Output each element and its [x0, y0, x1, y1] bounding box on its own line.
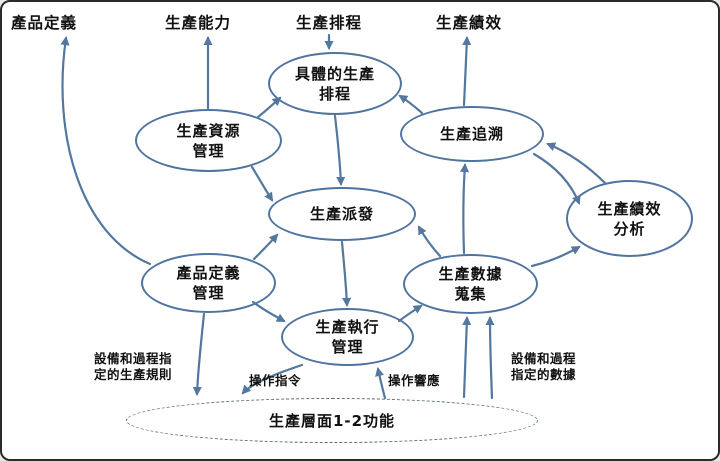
node-production-execution-management: 生產執行 管理 [281, 308, 414, 366]
arrow-tracking-to-detailed-scheduling [398, 94, 424, 115]
arrow-resource-mgmt-to-dispatching [250, 165, 274, 202]
arrow-resource-mgmt-to-detailed-scheduling [256, 96, 282, 119]
node-label: 分析 [613, 219, 646, 238]
node-label: 管理 [192, 284, 225, 302]
arrow-performance-analysis-to-tracking [546, 142, 607, 185]
label-production-scheduling: 生產排程 [295, 14, 362, 32]
arrow-product-def-mgmt-to-product-definition-label [60, 35, 152, 266]
node-label: 管理 [331, 338, 364, 356]
node-label: 管理 [192, 141, 225, 160]
arrow-dispatching-to-execution-mgmt [340, 240, 352, 308]
label-equipment-process-data: 設備和過程 指定的數據 [511, 351, 576, 383]
flow-label-line: 設備和過程 [511, 351, 577, 366]
arrow-level12-to-data-collection-2 [485, 315, 495, 400]
node-label: 具體的生產 [294, 64, 375, 83]
node-production-dispatching: 生產派發 [268, 187, 416, 241]
arrow-execution-mgmt-to-data-collection [397, 304, 423, 323]
label-operation-commands: 操作指令 [249, 373, 301, 389]
arrow-tracking-to-performance-analysis [532, 152, 581, 205]
node-production-data-collection: 生產數據 蒐集 [403, 254, 538, 314]
arrow-level12-to-data-collection [462, 315, 472, 399]
flow-label-line: 操作指令 [249, 373, 302, 388]
node-level-1-2-functions: 生產層面1-2功能 [126, 398, 538, 443]
node-label: 蒐集 [454, 285, 487, 303]
flow-label-line: 操作響應 [388, 373, 441, 388]
node-label: 產品定義 [176, 264, 241, 282]
node-detailed-production-scheduling: 具體的生產 排程 [268, 52, 402, 115]
node-label: 生產績效 [597, 199, 662, 218]
level-1-2-label: 生產層面1-2功能 [268, 411, 396, 430]
flow-label-line: 定的生產規則 [94, 367, 173, 382]
node-label: 生產執行 [315, 318, 380, 336]
arrow-data-collection-to-tracking [459, 162, 470, 255]
node-production-performance-analysis: 生產績效 分析 [566, 180, 693, 257]
arrow-tracking-to-performance-label [462, 35, 472, 107]
node-production-tracking: 生產追溯 [400, 106, 544, 162]
arrow-product-def-mgmt-to-execution-mgmt [251, 300, 286, 323]
label-operation-responses: 操作響應 [388, 373, 440, 389]
label-production-performance: 生產績效 [435, 14, 502, 32]
label-production-capability: 生產能力 [164, 14, 231, 32]
arrow-product-def-mgmt-to-level12-rules [192, 312, 206, 397]
node-label: 生產追溯 [439, 125, 504, 143]
arrow-data-collection-to-performance-analysis [530, 245, 581, 268]
node-label: 排程 [318, 84, 351, 103]
label-equipment-process-rules: 設備和過程指 定的生產規則 [94, 351, 172, 383]
label-product-definition: 產品定義 [10, 14, 77, 32]
node-label: 生產資源 [176, 121, 241, 140]
node-label: 生產數據 [438, 265, 503, 283]
arrow-level12-to-execution-mgmt-responses [375, 367, 387, 400]
arrow-detailed-scheduling-to-dispatching [333, 114, 346, 187]
flow-label-line: 設備和過程指 [94, 351, 173, 366]
node-product-definition-management: 產品定義 管理 [141, 253, 276, 313]
arrow-product-def-mgmt-to-dispatching [252, 233, 279, 261]
flow-label-line: 指定的數據 [511, 367, 577, 382]
node-production-resource-management: 生產資源 管理 [135, 109, 282, 172]
arrow-data-collection-to-dispatching [417, 225, 442, 258]
node-label: 生產派發 [309, 205, 374, 223]
